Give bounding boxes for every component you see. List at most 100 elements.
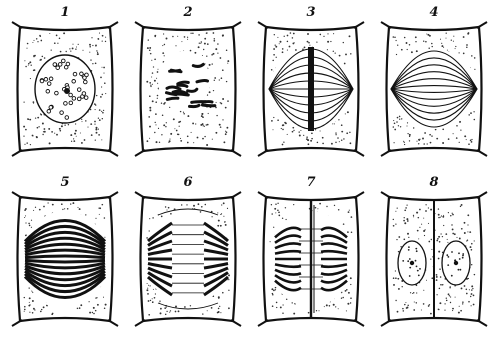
cytoplasm-dot (224, 221, 225, 222)
cytoplasm-dot (102, 94, 104, 96)
cytoplasm-dot (421, 309, 422, 310)
cytoplasm-dot (309, 45, 310, 46)
cytoplasm-dot (280, 306, 282, 308)
cytoplasm-dot (285, 207, 286, 208)
chromatin-dot (402, 260, 404, 262)
cytoplasm-dot (149, 126, 151, 128)
cytoplasm-dot (177, 133, 179, 135)
cytoplasm-dot (225, 224, 227, 226)
cytoplasm-dot (97, 38, 99, 40)
cytoplasm-dot (395, 270, 396, 271)
chromatin-dot (448, 256, 450, 258)
cytoplasm-dot (104, 307, 106, 309)
cytoplasm-dot (95, 62, 97, 64)
cytoplasm-dot (316, 310, 317, 311)
cytoplasm-dot (69, 48, 70, 49)
cytoplasm-dot (458, 312, 460, 314)
wall-stub (258, 150, 268, 156)
cytoplasm-dot (218, 297, 220, 299)
cytoplasm-dot (147, 288, 148, 289)
cytoplasm-dot (218, 311, 220, 313)
cytoplasm-dot (452, 214, 454, 216)
cytoplasm-dot (52, 204, 54, 206)
cytoplasm-dot (33, 55, 34, 56)
cytoplasm-dot (338, 308, 339, 309)
cytoplasm-dot (280, 41, 282, 43)
cytoplasm-dot (180, 140, 182, 142)
cytoplasm-dot (201, 41, 203, 43)
cytoplasm-dot (178, 310, 180, 312)
cytoplasm-dot (421, 224, 422, 225)
cytoplasm-dot (432, 46, 433, 47)
cytoplasm-dot (304, 47, 306, 49)
cytoplasm-dot (315, 129, 316, 130)
cytoplasm-dot (438, 236, 440, 238)
cytoplasm-dot (464, 285, 466, 287)
chromosome (178, 85, 187, 86)
cytoplasm-dot (32, 42, 33, 43)
cytoplasm-dot (225, 107, 227, 109)
cytoplasm-dot (23, 135, 24, 136)
cytoplasm-dot (273, 48, 275, 50)
cytoplasm-dot (447, 239, 448, 240)
cytoplasm-dot (166, 122, 167, 123)
cytoplasm-dot (160, 312, 162, 314)
cytoplasm-dot (444, 310, 445, 311)
chromatin-dot (447, 264, 449, 266)
wall-stub (108, 22, 118, 28)
cytoplasm-dot (346, 310, 347, 311)
cytoplasm-dot (425, 204, 426, 205)
chromatin-granule (69, 93, 73, 97)
cytoplasm-dot (84, 139, 86, 141)
cytoplasm-dot (148, 116, 150, 118)
cytoplasm-dot (395, 211, 396, 212)
cytoplasm-dot (338, 209, 340, 211)
cytoplasm-dot (226, 127, 228, 129)
cytoplasm-dot (101, 111, 102, 112)
cytoplasm-dot (447, 242, 448, 243)
cytoplasm-dot (96, 50, 97, 51)
cytoplasm-dot (25, 208, 27, 210)
chromatin-dot (409, 258, 411, 260)
cytoplasm-dot (92, 63, 93, 64)
cytoplasm-dot (218, 220, 220, 222)
cytoplasm-dot (29, 297, 31, 299)
cytoplasm-dot (350, 277, 352, 279)
cytoplasm-dot (430, 259, 431, 260)
cytoplasm-dot (25, 215, 26, 216)
cytoplasm-dot (226, 81, 227, 82)
cytoplasm-dot (275, 212, 276, 213)
cytoplasm-dot (393, 142, 394, 143)
cytoplasm-dot (278, 211, 280, 213)
cytoplasm-dot (95, 218, 96, 219)
cytoplasm-dot (156, 141, 158, 143)
cytoplasm-dot (207, 43, 209, 45)
cytoplasm-dot (228, 290, 229, 291)
chromatin-dot (409, 267, 411, 269)
cytoplasm-dot (40, 113, 41, 114)
cytoplasm-dot (450, 302, 451, 303)
cytoplasm-dot (29, 312, 30, 313)
cytoplasm-dot (292, 37, 294, 39)
cytoplasm-dot (27, 118, 28, 119)
cytoplasm-dot (327, 41, 329, 43)
cytoplasm-dot (62, 209, 63, 210)
cytoplasm-dot (471, 55, 473, 57)
cytoplasm-dot (326, 206, 327, 207)
cytoplasm-dot (412, 293, 413, 294)
cytoplasm-dot (205, 204, 207, 206)
cytoplasm-dot (169, 312, 170, 313)
cytoplasm-dot (428, 48, 429, 49)
cytoplasm-dot (466, 240, 467, 241)
cytoplasm-dot (343, 223, 345, 225)
cytoplasm-dot (54, 42, 56, 44)
cytoplasm-dot (101, 67, 102, 68)
cytoplasm-dot (41, 309, 42, 310)
cytoplasm-dot (80, 304, 82, 306)
cytoplasm-dot (460, 129, 461, 130)
cytoplasm-dot (426, 33, 427, 34)
cytoplasm-dot (163, 33, 164, 34)
cytoplasm-dot (469, 289, 470, 290)
cytoplasm-dot (345, 290, 347, 292)
wall-stub (258, 192, 268, 198)
